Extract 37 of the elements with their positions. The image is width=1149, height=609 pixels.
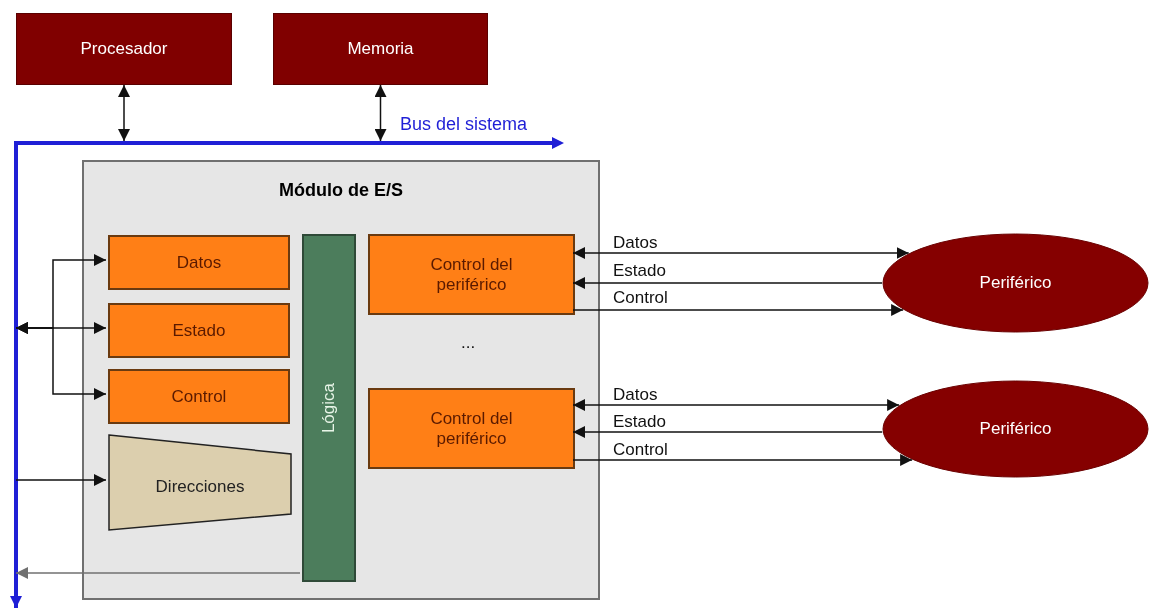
process-box [16,13,232,85]
arrow [15,567,301,579]
register-box [368,388,575,469]
peripheral-ellipse [882,380,1149,478]
logic-bar [302,234,356,582]
register-box [108,235,290,290]
node-label: Periférico [979,419,1052,439]
address-trapezoid [108,434,292,531]
node-label: Control del periférico [429,408,514,449]
peripheral-ellipse [882,233,1149,333]
arrow [572,277,883,289]
arrow [118,84,130,142]
node-label: Periférico [979,273,1052,293]
register-box [108,369,290,424]
node-label: Datos [175,252,223,273]
arrow [572,399,900,411]
arrow [15,322,107,400]
node-label: Estado [171,320,227,341]
arrow [572,247,910,259]
arrow [374,84,387,142]
node-label: Procesador [80,39,168,59]
node-label: Control del periférico [429,254,514,295]
node-label: Control [170,386,228,407]
arrow [15,474,107,486]
arrow [572,304,904,316]
bus-label: Bus del sistema [400,114,528,135]
node-label: Direcciones [155,476,245,497]
ellipsis-text: ... [460,334,477,352]
register-box [368,234,575,315]
node-label: Lógica [319,382,339,434]
node-label: Memoria [347,39,414,59]
module-title: Módulo de E/S [278,180,404,201]
register-box [108,303,290,358]
arrow [572,454,913,466]
process-box [273,13,488,85]
module-container [82,160,600,600]
arrow [572,426,883,438]
